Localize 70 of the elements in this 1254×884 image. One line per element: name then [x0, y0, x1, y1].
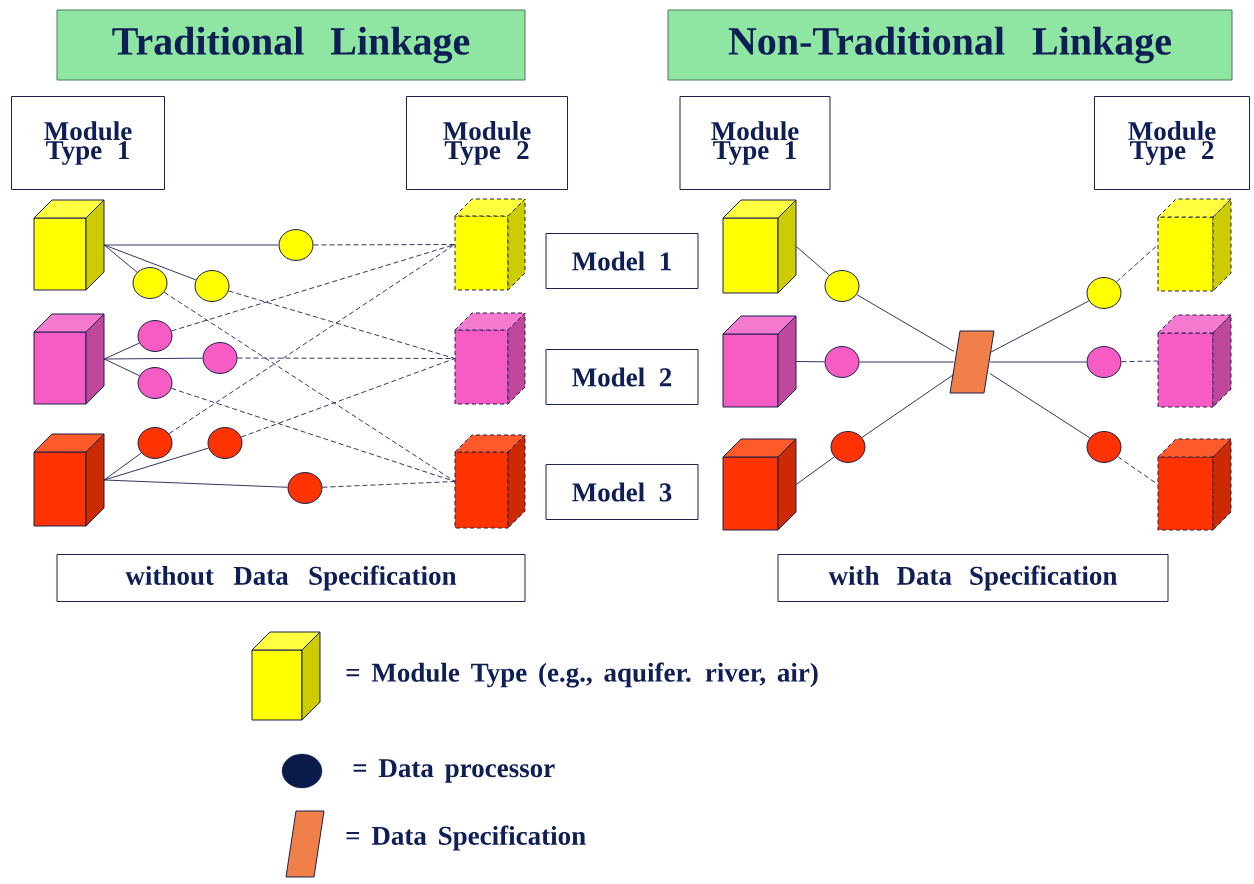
data-processor-circle — [207, 427, 243, 459]
connector-line — [1117, 456, 1159, 485]
legend-text: = Module Type (e.g., aquifer. river, air) — [346, 662, 818, 688]
connector-line — [171, 387, 456, 482]
data-processor-circle — [137, 367, 173, 399]
data-processor-circle — [137, 320, 173, 352]
legend-text: = Data Specification — [346, 825, 586, 851]
connector-line — [240, 358, 456, 438]
data-processor-circle — [1086, 431, 1122, 463]
connector-line — [228, 290, 456, 359]
cube — [1157, 438, 1232, 531]
cube — [1157, 198, 1232, 292]
data-processor-circle — [278, 229, 314, 261]
label-box: Module Type 1 — [11, 96, 165, 190]
connector-line — [103, 479, 288, 488]
data-processor-circle — [830, 431, 866, 463]
connector-line — [103, 357, 203, 360]
label-box: Module Type 1 — [679, 96, 831, 190]
title-banner: Traditional Linkage — [56, 9, 526, 81]
cube — [722, 315, 797, 408]
label-box: Model 2 — [545, 349, 699, 405]
connector-line — [103, 244, 197, 281]
connector-line — [856, 294, 955, 352]
connector-line — [795, 361, 825, 363]
connector-line — [795, 246, 830, 276]
connector-line — [989, 361, 1087, 363]
connector-line — [989, 373, 1091, 439]
data-processor-circle — [824, 270, 860, 302]
connector-line — [103, 244, 138, 273]
label-box: without Data Specification — [56, 554, 526, 602]
connector-line — [163, 291, 456, 482]
connector-line — [313, 244, 456, 246]
label-box: Module Type 2 — [406, 96, 568, 190]
label-box: Model 1 — [545, 233, 699, 289]
connector-line — [1121, 360, 1159, 363]
label-box: with Data Specification — [777, 554, 1169, 602]
data-processor-circle — [137, 427, 173, 459]
connector-line — [989, 300, 1090, 353]
connector-line — [322, 481, 456, 488]
connector-line — [103, 342, 140, 360]
connector-line — [103, 358, 140, 377]
connector-line — [859, 361, 955, 363]
cube — [454, 312, 526, 405]
cube — [33, 199, 105, 291]
data-processor-circle — [1086, 346, 1122, 378]
data-processor-circle — [287, 472, 323, 504]
connector-line — [795, 456, 835, 485]
data-specification-shape — [949, 330, 995, 394]
label-box: Module Type 2 — [1094, 96, 1250, 190]
connector-line — [103, 244, 279, 246]
data-processor-circle — [202, 342, 238, 374]
cube — [454, 434, 526, 529]
cube — [454, 198, 526, 291]
connector-line — [103, 452, 142, 481]
title-banner: Non-Traditional Linkage — [667, 9, 1233, 81]
connector-line — [1116, 244, 1159, 283]
cube — [33, 433, 105, 527]
connector-line — [168, 244, 456, 435]
cube — [722, 199, 797, 294]
cube — [33, 313, 105, 405]
data-processor-circle — [1086, 277, 1122, 309]
legend-text: = Data processor — [353, 759, 555, 783]
cube — [722, 438, 797, 531]
data-processor-circle — [194, 270, 230, 302]
connector-line — [861, 374, 955, 438]
label-box: Model 3 — [545, 464, 699, 520]
connector-line — [171, 244, 456, 332]
data-processor-circle — [824, 346, 860, 378]
cube — [1157, 314, 1232, 408]
data-processor-circle — [132, 267, 168, 299]
